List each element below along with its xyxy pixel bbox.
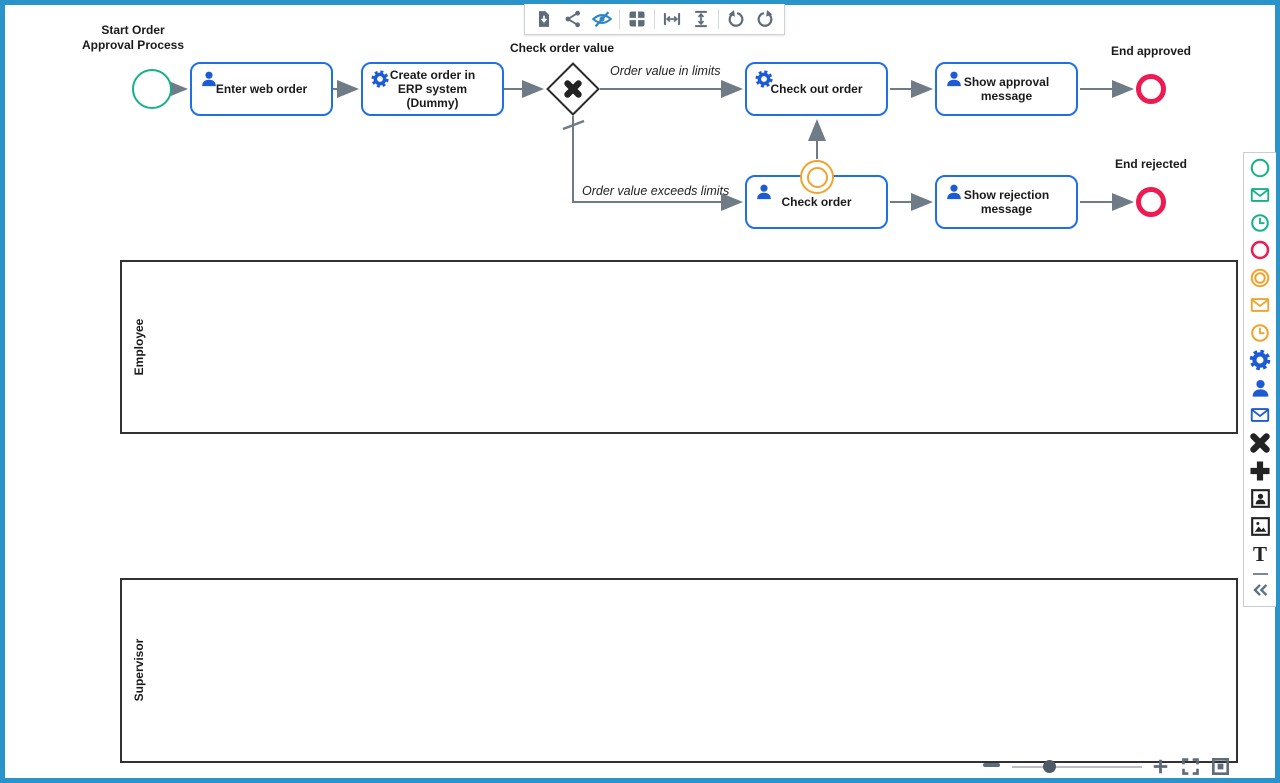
task-label: Show approval message — [963, 75, 1050, 103]
end-approved-label[interactable]: End approved — [1110, 44, 1191, 58]
lane-employee[interactable] — [120, 260, 1238, 434]
lane-supervisor-label[interactable]: Supervisor — [132, 638, 146, 702]
end-event-approved[interactable] — [1136, 74, 1166, 104]
share-icon[interactable] — [561, 7, 585, 31]
fullscreen-button[interactable] — [1180, 756, 1201, 782]
visibility-off-icon[interactable] — [590, 7, 614, 31]
palette-divider — [1252, 572, 1268, 575]
end-event-icon[interactable] — [1247, 238, 1273, 261]
task-enter-web-order[interactable]: Enter web order — [190, 62, 333, 116]
gear-icon — [755, 70, 773, 88]
text-annotation-icon[interactable]: T — [1252, 541, 1267, 566]
space-vertically-icon[interactable] — [689, 7, 713, 31]
inner-ring — [806, 166, 828, 188]
task-check-out-order[interactable]: Check out order — [745, 62, 888, 116]
user-task-icon[interactable] — [1247, 376, 1273, 399]
start-event-icon[interactable] — [1247, 156, 1273, 179]
task-label: Enter web order — [215, 82, 308, 96]
task-label: Create order in ERP system (Dummy) — [389, 68, 476, 110]
timer-intermediate-event-icon[interactable] — [1247, 321, 1273, 344]
pool-icon[interactable] — [1247, 487, 1273, 510]
task-label: Check order — [781, 195, 852, 209]
task-show-rejection-message[interactable]: Show rejection message — [935, 175, 1078, 229]
toolbar-divider — [619, 9, 620, 29]
timer-start-event-icon[interactable] — [1247, 211, 1273, 234]
intermediate-event-icon[interactable] — [1247, 266, 1273, 289]
flow-label-exceeds-limits[interactable]: Order value exceeds limits — [582, 184, 730, 198]
shape-palette: T — [1243, 152, 1276, 607]
toolbar-divider — [654, 9, 655, 29]
x-marker-icon — [564, 80, 582, 98]
task-label: Check out order — [770, 82, 863, 96]
send-task-icon[interactable] — [1247, 404, 1273, 427]
export-file-icon[interactable] — [532, 7, 556, 31]
zoom-slider-track[interactable] — [1012, 766, 1142, 768]
fit-to-screen-button[interactable] — [1210, 756, 1231, 782]
task-label: Show rejection message — [963, 188, 1050, 216]
parallel-gateway-icon[interactable] — [1247, 459, 1273, 483]
service-task-icon[interactable] — [1247, 348, 1273, 372]
lane-employee-label[interactable]: Employee — [132, 318, 146, 376]
user-icon — [202, 71, 216, 87]
top-toolbar — [524, 4, 785, 35]
collapse-palette-icon[interactable] — [1247, 579, 1273, 602]
task-create-order-erp[interactable]: Create order in ERP system (Dummy) — [361, 62, 504, 116]
exclusive-gateway[interactable] — [546, 62, 600, 116]
user-icon — [947, 184, 961, 200]
zoom-slider-knob[interactable] — [1043, 760, 1056, 773]
gateway-label[interactable]: Check order value — [509, 41, 615, 55]
user-icon — [947, 71, 961, 87]
redo-icon[interactable] — [753, 7, 777, 31]
image-icon[interactable] — [1247, 515, 1273, 538]
undo-icon[interactable] — [724, 7, 748, 31]
gear-icon — [371, 70, 389, 88]
boundary-intermediate-event[interactable] — [800, 160, 834, 194]
toolbar-divider — [718, 9, 719, 29]
end-rejected-label[interactable]: End rejected — [1114, 157, 1188, 171]
grid-icon[interactable] — [625, 7, 649, 31]
start-event[interactable] — [132, 69, 172, 109]
end-event-rejected[interactable] — [1136, 187, 1166, 217]
space-horizontally-icon[interactable] — [660, 7, 684, 31]
flow-label-in-limits[interactable]: Order value in limits — [610, 64, 721, 78]
zoom-in-button[interactable] — [1151, 757, 1170, 781]
start-event-label[interactable]: Start Order Approval Process — [81, 23, 185, 52]
zoom-out-button[interactable] — [983, 763, 1000, 767]
message-intermediate-event-icon[interactable] — [1247, 293, 1273, 316]
user-icon — [757, 184, 771, 200]
task-show-approval-message[interactable]: Show approval message — [935, 62, 1078, 116]
message-start-event-icon[interactable] — [1247, 183, 1273, 206]
lane-supervisor[interactable] — [120, 578, 1238, 763]
exclusive-gateway-icon[interactable] — [1247, 431, 1273, 455]
